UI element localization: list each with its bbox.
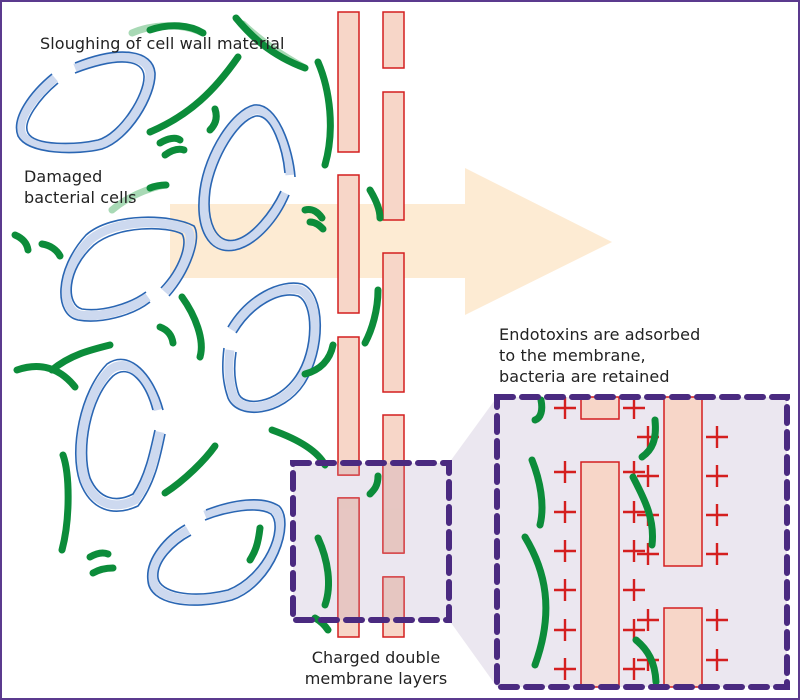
membrane-layer-left bbox=[337, 11, 360, 638]
bacterial-cell bbox=[147, 499, 286, 606]
plus-icon bbox=[623, 658, 645, 680]
plus-icon bbox=[554, 501, 576, 523]
plus-icon bbox=[554, 397, 576, 419]
bacterial-cell bbox=[222, 282, 322, 413]
membrane-segment-detail bbox=[663, 396, 703, 567]
zoom-source-box bbox=[290, 460, 452, 623]
membrane-segment bbox=[382, 11, 405, 69]
plus-icon bbox=[706, 543, 728, 565]
membrane-segment-detail bbox=[580, 461, 620, 688]
label-sloughing: Sloughing of cell wall material bbox=[40, 34, 285, 53]
plus-icon bbox=[706, 465, 728, 487]
plus-icon bbox=[623, 579, 645, 601]
membrane-segment-detail bbox=[663, 607, 703, 688]
plus-icon bbox=[637, 609, 659, 631]
plus-icon bbox=[706, 504, 728, 526]
membrane-layer-right bbox=[382, 11, 405, 638]
bacterial-cell bbox=[60, 216, 198, 322]
plus-icon bbox=[554, 461, 576, 483]
zoom-connector bbox=[449, 397, 497, 687]
plus-icon bbox=[623, 397, 645, 419]
plus-icon bbox=[554, 658, 576, 680]
label-endotoxins: Endotoxins are adsorbed to the membrane,… bbox=[499, 325, 701, 386]
plus-icon bbox=[637, 465, 659, 487]
membrane-segment bbox=[382, 414, 405, 554]
plus-icon bbox=[554, 579, 576, 601]
membrane-highlight bbox=[338, 463, 404, 620]
label-damaged-cells: Damaged bacterial cells bbox=[24, 167, 137, 207]
membrane-segment bbox=[337, 11, 360, 153]
bacterial-cell bbox=[198, 104, 296, 252]
plus-icon bbox=[623, 501, 645, 523]
plus-icon bbox=[706, 649, 728, 671]
membrane-segment bbox=[382, 252, 405, 393]
membrane-segment-detail bbox=[580, 396, 620, 420]
endotoxin-fragments bbox=[11, 14, 384, 634]
plus-icon bbox=[637, 543, 659, 565]
label-membrane-layers: Charged double membrane layers bbox=[304, 648, 448, 688]
membrane-segment bbox=[382, 91, 405, 221]
plus-icon bbox=[706, 609, 728, 631]
detail-view bbox=[494, 394, 790, 690]
plus-icon bbox=[554, 619, 576, 641]
plus-icon bbox=[554, 540, 576, 562]
membrane-segment bbox=[337, 174, 360, 314]
bacterial-cell bbox=[74, 358, 166, 512]
bacterial-cell bbox=[15, 51, 156, 154]
plus-icon bbox=[623, 540, 645, 562]
plus-icon bbox=[706, 426, 728, 448]
membrane-segment bbox=[337, 336, 360, 476]
zoom-detail-box bbox=[494, 394, 790, 690]
membrane-segment bbox=[337, 497, 360, 638]
